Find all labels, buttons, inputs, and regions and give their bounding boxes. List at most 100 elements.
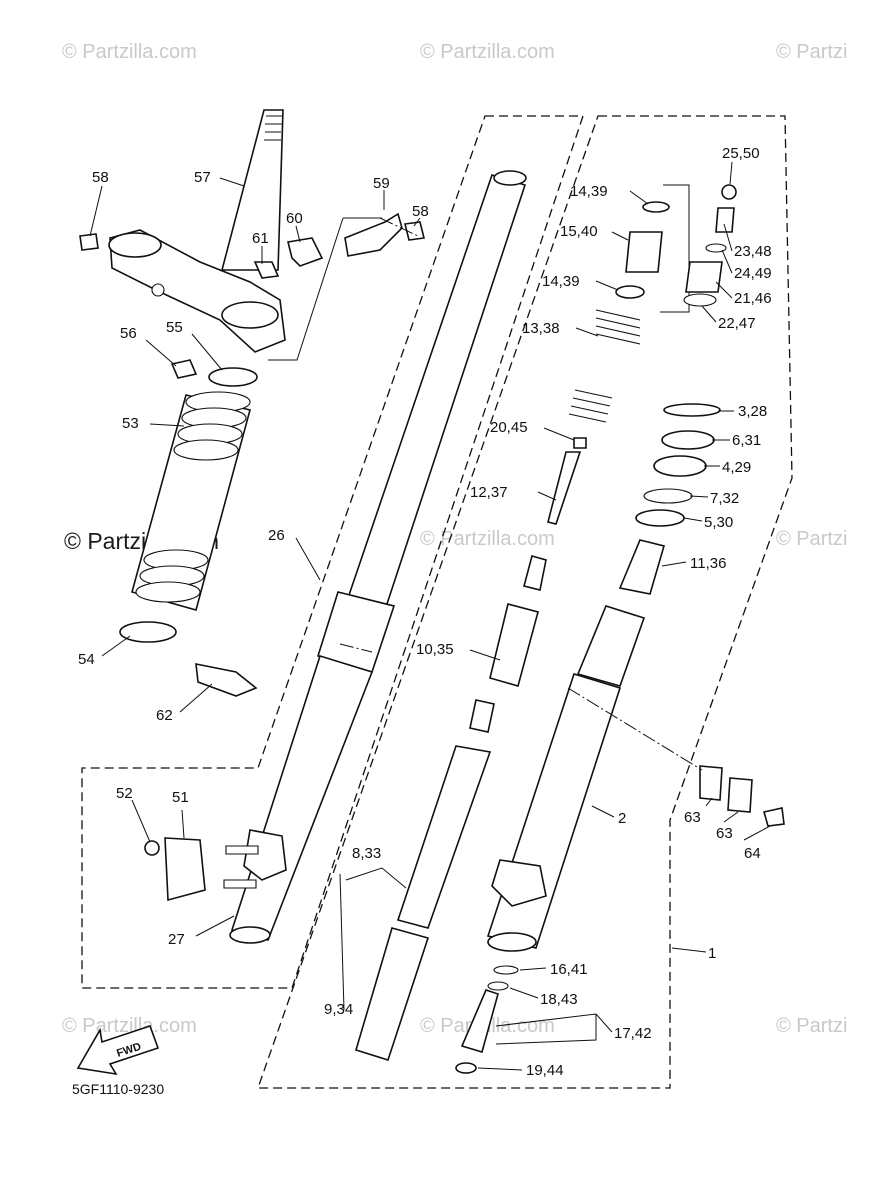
clip-3-28 [663, 403, 721, 417]
watermark: © Partzilla.com [62, 41, 197, 63]
leader [701, 305, 717, 323]
leader [89, 185, 103, 237]
seal-6-31 [661, 430, 715, 450]
callout-58: 58 [92, 169, 109, 186]
outline-assembly-1 [257, 115, 793, 1089]
leader [339, 873, 345, 1011]
bolt-64 [762, 807, 785, 827]
bolt-23-48 [715, 207, 735, 233]
centerline [379, 217, 419, 237]
leader [705, 797, 713, 807]
bushing-5-30 [635, 509, 685, 527]
piston-ring [469, 699, 495, 733]
rod-12-37 [547, 451, 582, 525]
leader [575, 327, 599, 337]
clamp-55 [208, 367, 258, 387]
cap-25-50 [721, 184, 737, 200]
fork-internals [355, 184, 737, 1061]
leader [295, 537, 321, 581]
callout-53: 53 [122, 415, 139, 432]
leader [611, 231, 629, 241]
bolt-19-44 [455, 1062, 477, 1074]
callout-63: 63 [716, 825, 733, 842]
callout-2: 2 [618, 810, 626, 827]
outer-tube-end [229, 926, 271, 944]
washer-16-41 [493, 965, 519, 975]
fwd-arrow-icon: FWD [76, 1024, 160, 1076]
seal-4-29 [653, 455, 707, 477]
callout-14-39: 14,39 [570, 183, 608, 200]
callout-9-34: 9,34 [324, 1001, 353, 1018]
centerline [339, 643, 373, 653]
steering-stem [108, 109, 286, 353]
washer-14-39-b [615, 285, 645, 299]
callout-52: 52 [116, 785, 133, 802]
callout-18-43: 18,43 [540, 991, 578, 1008]
washer-7-32 [643, 488, 693, 504]
stem-thread [264, 115, 282, 141]
callout-27: 27 [168, 931, 185, 948]
callout-63: 63 [684, 809, 701, 826]
guard-51 [164, 837, 206, 902]
leader-lines [89, 161, 771, 1071]
bolt-58-left [79, 233, 99, 251]
bolts [79, 221, 425, 379]
callout-3-28: 3,28 [738, 403, 767, 420]
watermark: © Partzi [776, 1015, 847, 1037]
callout-26: 26 [268, 527, 285, 544]
callout-10-35: 10,35 [416, 641, 454, 658]
valve-17-42 [460, 989, 499, 1054]
bolt [223, 879, 257, 889]
callout-55: 55 [166, 319, 183, 336]
watermark: © Partzilla.com [420, 528, 555, 550]
collar-15-40 [625, 231, 663, 273]
center-lines [339, 217, 703, 771]
clamp-63-a [699, 765, 723, 801]
oring-22-47 [683, 293, 717, 307]
leader [721, 249, 733, 274]
callout-61: 61 [252, 230, 269, 247]
leader [509, 987, 539, 999]
watermark: © Partzi [776, 41, 847, 63]
leader [723, 811, 739, 823]
outline-assembly-26 [81, 115, 584, 989]
leader [413, 217, 421, 227]
callout-58: 58 [412, 203, 429, 220]
leader [145, 339, 177, 367]
leader [191, 333, 223, 371]
nut-20-45 [573, 437, 587, 449]
bracket-clamp-left [108, 232, 162, 258]
leader [477, 1067, 523, 1071]
leader [495, 1014, 597, 1045]
cap-21-46 [685, 261, 723, 293]
clamp-63-b [727, 777, 753, 813]
leader [195, 915, 235, 937]
callout-57: 57 [194, 169, 211, 186]
oring-18-43 [487, 981, 509, 991]
guide-59 [344, 212, 403, 257]
bracket-hole [151, 283, 165, 297]
clamp-54 [119, 621, 177, 643]
callout-62: 62 [156, 707, 173, 724]
leader [179, 683, 213, 713]
axle-lug [491, 859, 547, 907]
callout-24-49: 24,49 [734, 265, 772, 282]
bolts-51 [223, 845, 259, 889]
callout-54: 54 [78, 651, 95, 668]
bolt-58-right [404, 221, 425, 241]
guide-60 [287, 237, 324, 267]
fork-boot [131, 391, 251, 611]
spring-13-38 [568, 309, 641, 423]
leader [219, 177, 245, 187]
callout-15-40: 15,40 [560, 223, 598, 240]
callout-16-41: 16,41 [550, 961, 588, 978]
callout-5-30: 5,30 [704, 514, 733, 531]
callout-7-32: 7,32 [710, 490, 739, 507]
watermark: © Partzilla.com [420, 41, 555, 63]
oring-24-49 [705, 243, 727, 253]
bolt-61 [253, 261, 280, 279]
bottom-parts [455, 965, 519, 1074]
bushing-11-36 [618, 539, 666, 595]
bracket-59-60 [268, 217, 344, 361]
